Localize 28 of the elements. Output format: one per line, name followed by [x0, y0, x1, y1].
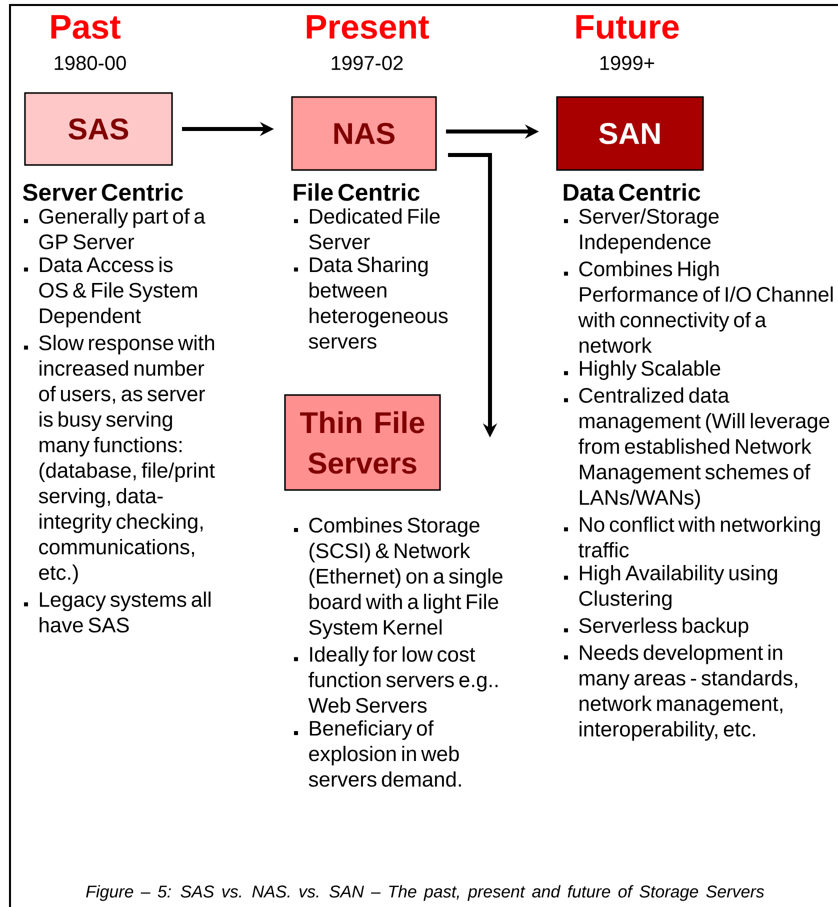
bullet-item: Combines Storage (SCSI) & Network (Ethernet) on a single board with a light File System Kernel — [309, 517, 502, 639]
column-heading: Server Centric — [22, 183, 183, 201]
bullet-item: No conflict with networking traffic — [578, 516, 820, 558]
year-range: 1997-02 — [332, 56, 403, 70]
bullet-item: Server/Storage Independence — [579, 208, 719, 254]
column-heading: File Centric — [294, 183, 420, 201]
bullet-item: Centralized data management (Will leverage from established Network Management schemes of LANs/WANs) — [578, 387, 830, 510]
year-range: 1999+ — [600, 56, 654, 70]
figure-caption: Figure – 5: SAS vs. NAS. vs. SAN – The past, present and future of Storage Servers — [86, 885, 764, 901]
bullet-item: Needs development in many areas - standards, network management, interoperability, etc. — [580, 644, 798, 741]
bullet-item: Ideally for low cost function servers e.g.. Web Servers — [308, 646, 498, 713]
bullet-item: Dedicated File Server — [309, 208, 440, 250]
bullet-item: High Availability using Clustering — [579, 564, 777, 610]
bullet-item: Slow response with increased number of users, as server is busy serving many functions: (database, file/print serving, data-integrity checking, communications, etc.) — [38, 334, 215, 584]
year-range: 1980-00 — [54, 56, 126, 70]
bullet-item: Data Sharing between heterogeneous servers — [308, 256, 448, 349]
bullet-item: Data Access is OS & File System Dependent — [39, 256, 197, 328]
bullet-item: Combines High Performance of I/O Channel with connectivity of a network — [578, 260, 833, 353]
bullet-item: Legacy systems all have SAS — [40, 592, 210, 632]
bullet-item: Beneficiary of explosion in web servers demand. — [308, 720, 461, 787]
bullet-item: Highly Scalable — [580, 360, 720, 380]
column-heading: Data Centric — [564, 183, 700, 201]
bullet-item: Serverless backup — [579, 618, 748, 638]
storage-box: NAS — [291, 96, 437, 171]
storage-box: SAS — [24, 92, 173, 166]
storage-box: SAN — [556, 96, 704, 171]
storage-box: Thin File Servers — [284, 394, 441, 491]
bullet-item: Generally part of a GP Server — [39, 208, 206, 250]
